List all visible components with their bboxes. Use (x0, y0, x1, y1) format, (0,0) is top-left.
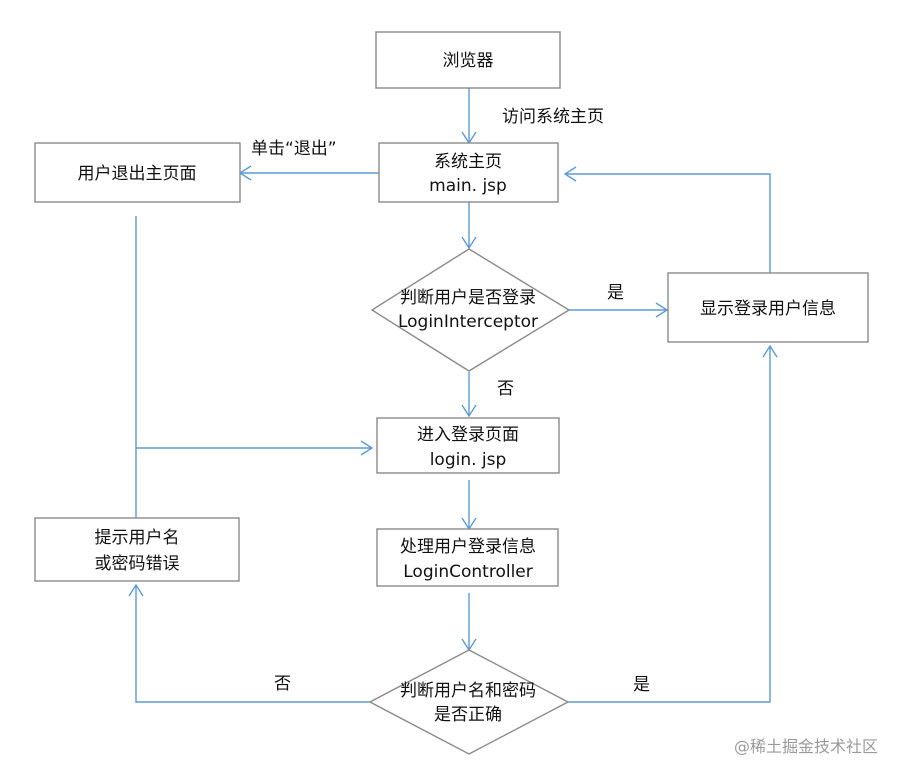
edge-check-pwd-to-error (135, 585, 370, 703)
node-browser: 浏览器 (375, 31, 561, 89)
node-show-user-info-label: 显示登录用户信息 (700, 299, 836, 319)
arrowhead-login-page-top (461, 404, 477, 418)
edge-show-info-to-main (565, 173, 771, 273)
edge-check-pwd-to-show-info (568, 346, 771, 703)
arrowhead-show-info-bottom (762, 344, 778, 358)
node-handle-login-class: LoginController (403, 562, 532, 582)
label-click-logout: 单击“退出” (251, 139, 337, 159)
node-handle-login-title: 处理用户登录信息 (400, 537, 536, 557)
node-login-page: 进入登录页面 login. jsp (376, 417, 560, 474)
node-error-message: 提示用户名 或密码错误 (34, 517, 240, 582)
node-check-login-title: 判断用户是否登录 (400, 288, 536, 308)
arrowhead-error-bottom (128, 583, 144, 597)
node-check-password-line1: 判断用户名和密码 (400, 681, 536, 701)
node-check-login-class: LoginInterceptor (398, 312, 538, 332)
node-logout-page-label: 用户退出主页面 (78, 164, 197, 184)
node-login-page-title: 进入登录页面 (417, 425, 519, 445)
edges (128, 88, 778, 703)
node-show-user-info: 显示登录用户信息 (667, 272, 869, 343)
label-no-login: 否 (497, 379, 514, 399)
arrowhead-main-right (563, 166, 577, 182)
node-browser-label: 浏览器 (443, 51, 494, 71)
node-check-password-line2: 是否正确 (434, 705, 502, 725)
arrowhead-login-page-left (360, 440, 374, 456)
watermark: @稀土掘金技术社区 (734, 737, 878, 756)
node-login-page-file: login. jsp (430, 450, 507, 470)
label-yes-login: 是 (607, 283, 624, 303)
node-main-page-title: 系统主页 (434, 152, 502, 172)
arrowhead-show-info-left (655, 302, 669, 318)
node-error-message-line2: 或密码错误 (95, 554, 180, 574)
arrowhead-check-login-top (461, 236, 477, 250)
node-check-login: 判断用户是否登录 LoginInterceptor (370, 248, 571, 372)
node-handle-login: 处理用户登录信息 LoginController (376, 528, 559, 587)
label-visit-home: 访问系统主页 (502, 107, 604, 127)
label-yes-password: 是 (633, 675, 650, 695)
node-main-page: 系统主页 main. jsp (378, 142, 559, 203)
node-error-message-line1: 提示用户名 (95, 528, 180, 548)
label-no-password: 否 (274, 674, 291, 694)
node-logout-page: 用户退出主页面 (34, 142, 241, 203)
node-main-page-file: main. jsp (429, 176, 507, 196)
node-check-password: 判断用户名和密码 是否正确 (368, 649, 570, 755)
